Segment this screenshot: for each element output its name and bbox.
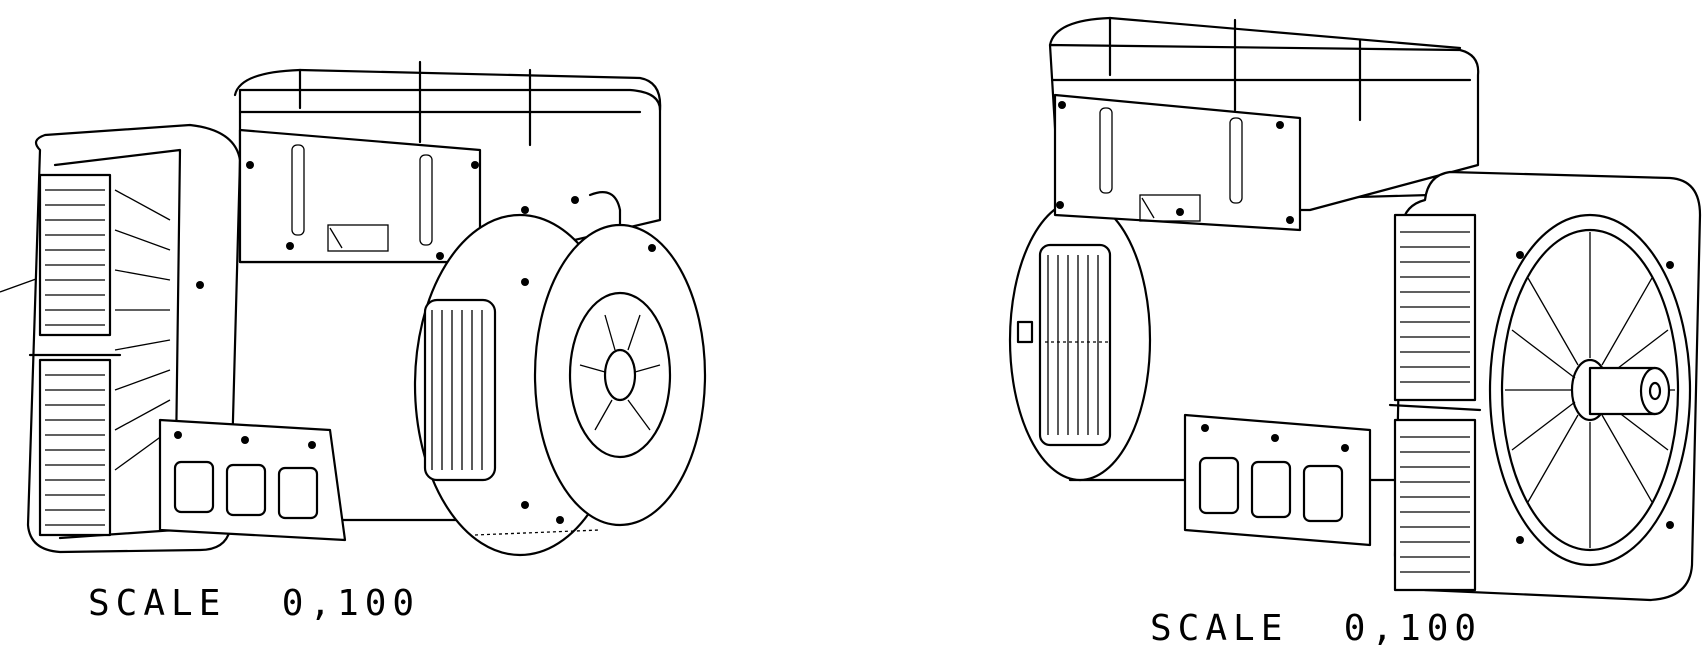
scale-label-right: SCALE 0,100	[1150, 608, 1483, 649]
generator-left-view	[0, 60, 707, 557]
manufacturer-logo	[1139, 194, 1201, 222]
front-end-shield	[413, 191, 707, 557]
rear-fan-ring	[1008, 198, 1152, 482]
mounting-foot	[1183, 413, 1372, 547]
terminal-box	[1048, 16, 1480, 232]
terminal-box	[233, 60, 662, 264]
front-flange	[1388, 170, 1702, 602]
scale-label-left: SCALE 0,100	[88, 583, 421, 624]
shaft	[1588, 366, 1671, 416]
mounting-foot	[158, 281, 347, 542]
manufacturer-logo	[327, 224, 389, 252]
generator-right-view	[1008, 16, 1702, 602]
